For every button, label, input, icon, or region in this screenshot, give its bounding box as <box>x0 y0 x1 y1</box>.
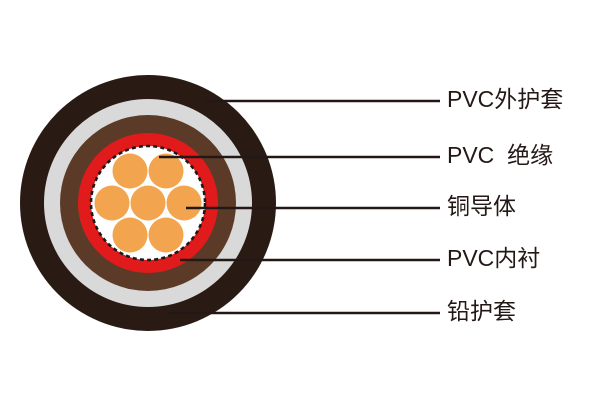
label-copper-conductor: 铜导体 <box>447 193 516 219</box>
copper-conductor-5 <box>166 185 202 221</box>
copper-conductor-bundle <box>94 153 202 253</box>
copper-conductor-6 <box>112 217 148 253</box>
leader-lines <box>159 99 440 315</box>
copper-conductor-3 <box>94 185 130 221</box>
label-pvc-insulation: PVC 绝缘 <box>447 142 553 168</box>
label-lead-sheath: 铅护套 <box>447 298 516 324</box>
copper-conductor-7 <box>148 217 184 253</box>
layer-labels: PVC外护套 PVC 绝缘 铜导体 PVC内衬 铅护套 <box>447 86 563 324</box>
label-pvc-inner-liner: PVC内衬 <box>447 245 540 271</box>
label-pvc-outer-sheath: PVC外护套 <box>447 86 563 112</box>
copper-conductor-2 <box>148 153 184 189</box>
copper-conductor-4 <box>130 185 166 221</box>
copper-conductor-1 <box>112 153 148 189</box>
